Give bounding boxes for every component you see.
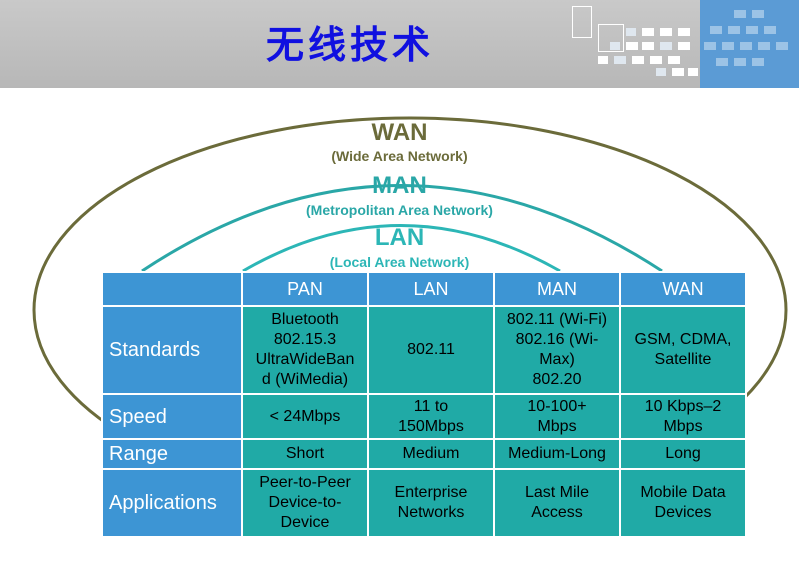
decorative-outline-square: [598, 24, 624, 52]
column-header-blank: [101, 271, 243, 307]
decorative-square: [660, 42, 672, 50]
table-row-speed: Speed < 24Mbps 11 to 150Mbps 10-100+ Mbp…: [101, 393, 747, 440]
man-title: MAN: [372, 172, 427, 199]
decorative-square: [678, 28, 690, 36]
cell-applications-wan: Mobile Data Devices: [619, 468, 747, 538]
decorative-square: [642, 42, 654, 50]
decorative-square: [752, 10, 764, 18]
cell-range-lan: Medium: [367, 438, 495, 470]
decorative-square: [668, 56, 680, 64]
slide-title: 无线技术: [265, 23, 434, 67]
table-row-applications: Applications Peer-to-Peer Device-to- Dev…: [101, 468, 747, 538]
row-label-standards: Standards: [101, 305, 243, 395]
decorative-square: [716, 58, 728, 66]
cell-standards-pan: Bluetooth 802.15.3 UltraWideBan d (WiMed…: [241, 305, 369, 395]
decorative-square: [734, 58, 746, 66]
decorative-outline-square: [572, 6, 592, 38]
decorative-square: [734, 10, 746, 18]
cell-applications-pan: Peer-to-Peer Device-to- Device: [241, 468, 369, 538]
title-bar: 无线技术: [0, 0, 799, 88]
table-row-standards: Standards Bluetooth 802.15.3 UltraWideBa…: [101, 305, 747, 395]
cell-applications-man: Last Mile Access: [493, 468, 621, 538]
decorative-square: [626, 28, 636, 36]
decorative-square: [656, 68, 666, 76]
decorative-square: [728, 26, 740, 34]
cell-range-pan: Short: [241, 438, 369, 470]
cell-speed-wan: 10 Kbps–2 Mbps: [619, 393, 747, 440]
row-label-range: Range: [101, 438, 243, 470]
decorative-square: [764, 26, 776, 34]
man-subtitle: (Metropolitan Area Network): [306, 202, 493, 218]
cell-speed-lan: 11 to 150Mbps: [367, 393, 495, 440]
decorative-square: [660, 28, 672, 36]
decorative-square: [758, 42, 770, 50]
cell-range-man: Medium-Long: [493, 438, 621, 470]
column-header-pan: PAN: [241, 271, 369, 307]
decorative-square: [776, 42, 788, 50]
decorative-square: [752, 58, 764, 66]
table-row-range: Range Short Medium Medium-Long Long: [101, 438, 747, 470]
decorative-square: [598, 56, 608, 64]
wan-title: WAN: [371, 119, 428, 146]
decorative-square: [746, 26, 758, 34]
column-header-lan: LAN: [367, 271, 495, 307]
column-header-wan: WAN: [619, 271, 747, 307]
lan-title: LAN: [374, 224, 425, 251]
cell-range-wan: Long: [619, 438, 747, 470]
cell-standards-lan: 802.11: [367, 305, 495, 395]
lan-subtitle: (Local Area Network): [329, 254, 470, 270]
cell-standards-man: 802.11 (Wi-Fi) 802.16 (Wi- Max) 802.20: [493, 305, 621, 395]
cell-standards-wan: GSM, CDMA, Satellite: [619, 305, 747, 395]
decorative-square: [678, 42, 690, 50]
decorative-square: [610, 42, 620, 50]
decorative-square: [672, 68, 684, 76]
decorative-square: [710, 26, 722, 34]
row-label-speed: Speed: [101, 393, 243, 440]
man-arc: [141, 184, 663, 273]
row-label-applications: Applications: [101, 468, 243, 538]
decorative-square: [740, 42, 752, 50]
wireless-comparison-table: PAN LAN MAN WAN Standards Bluetooth 802.…: [101, 271, 747, 538]
decorative-square: [704, 42, 716, 50]
cell-applications-lan: Enterprise Networks: [367, 468, 495, 538]
decorative-square: [650, 56, 662, 64]
table-header-row: PAN LAN MAN WAN: [101, 271, 747, 307]
cell-speed-pan: < 24Mbps: [241, 393, 369, 440]
decorative-square: [614, 56, 626, 64]
lan-arc: [242, 224, 561, 273]
decorative-square: [722, 42, 734, 50]
column-header-man: MAN: [493, 271, 621, 307]
decorative-square: [642, 28, 654, 36]
cell-speed-man: 10-100+ Mbps: [493, 393, 621, 440]
decorative-square: [626, 42, 638, 50]
decorative-square: [688, 68, 698, 76]
wan-subtitle: (Wide Area Network): [331, 148, 468, 164]
decorative-square: [632, 56, 644, 64]
